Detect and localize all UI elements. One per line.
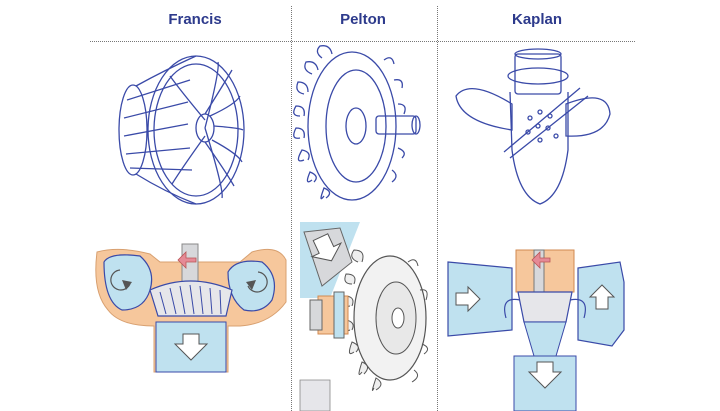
column-divider-2 [437,6,438,411]
pelton-wheel-drawing [293,45,421,201]
kaplan-section-drawing [447,249,625,411]
pelton-heading: Pelton [340,11,386,28]
francis-runner-drawing [118,55,245,205]
francis-section-drawing [95,243,287,373]
kaplan-runner-drawing [455,48,611,205]
column-divider-1 [291,6,292,411]
francis-heading: Francis [168,11,222,28]
pelton-section-drawing [299,222,436,411]
kaplan-heading: Kaplan [511,11,562,28]
header-divider [90,41,635,42]
